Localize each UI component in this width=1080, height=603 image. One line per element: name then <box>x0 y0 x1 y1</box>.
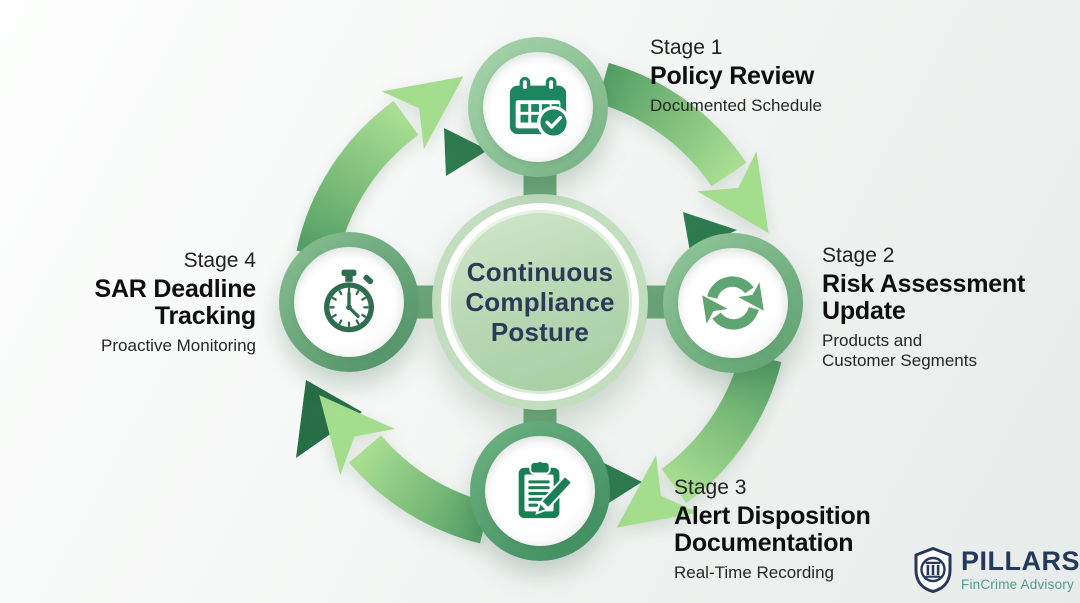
arrow-stage4-to-stage1 <box>296 76 464 260</box>
stage1-circle <box>468 37 608 177</box>
stage2-text-block: Stage 2 Risk Assessment Update Products … <box>822 244 1030 372</box>
stage3-label: Stage 3 <box>674 476 747 499</box>
stage4-label: Stage 4 <box>183 249 256 272</box>
center-hub-ring: Continuous Compliance Posture <box>441 203 639 401</box>
stage2-label: Stage 2 <box>822 244 895 267</box>
stage3-circle <box>470 421 610 561</box>
brand-logo: PILLARS FinCrime Advisory <box>913 547 1080 593</box>
pillars-shield-icon <box>914 547 952 593</box>
stage1-label: Stage 1 <box>650 36 723 59</box>
arrow-stage3-to-stage4 <box>319 395 491 544</box>
stage1-title: Policy Review <box>650 62 815 90</box>
stage2-circle <box>663 233 803 373</box>
stopwatch-icon <box>324 269 374 333</box>
stage2-subtitle: Products and Customer Segments <box>822 331 977 371</box>
center-hub-disc: Continuous Compliance Posture <box>448 210 632 394</box>
stage1-text-block: Stage 1 Policy Review Documented Schedul… <box>650 36 885 116</box>
stage3-text-block: Stage 3 Alert Disposition Documentation … <box>674 476 919 583</box>
brand-tagline: FinCrime Advisory <box>961 577 1074 593</box>
stage2-title: Risk Assessment Update <box>822 270 1026 325</box>
calendar-check-icon <box>509 76 571 140</box>
arrow-stage2-to-stage3 <box>616 351 782 528</box>
stage4-subtitle: Proactive Monitoring <box>101 336 256 355</box>
stage3-title: Alert Disposition Documentation <box>674 502 871 557</box>
stage4-text-block: Stage 4 SAR Deadline Tracking Proactive … <box>60 249 256 356</box>
refresh-cycle-icon <box>702 276 764 330</box>
center-title: Continuous Compliance Posture <box>465 256 615 348</box>
brand-name: PILLARS <box>961 546 1080 577</box>
stage4-title: SAR Deadline Tracking <box>94 275 256 330</box>
stage4-circle <box>279 232 419 372</box>
arrow-stage1-to-stage2 <box>596 62 769 234</box>
stage3-subtitle: Real-Time Recording <box>674 563 834 582</box>
clipboard-pen-icon <box>518 460 573 519</box>
center-hub: Continuous Compliance Posture <box>432 194 648 410</box>
stage1-subtitle: Documented Schedule <box>650 96 823 115</box>
